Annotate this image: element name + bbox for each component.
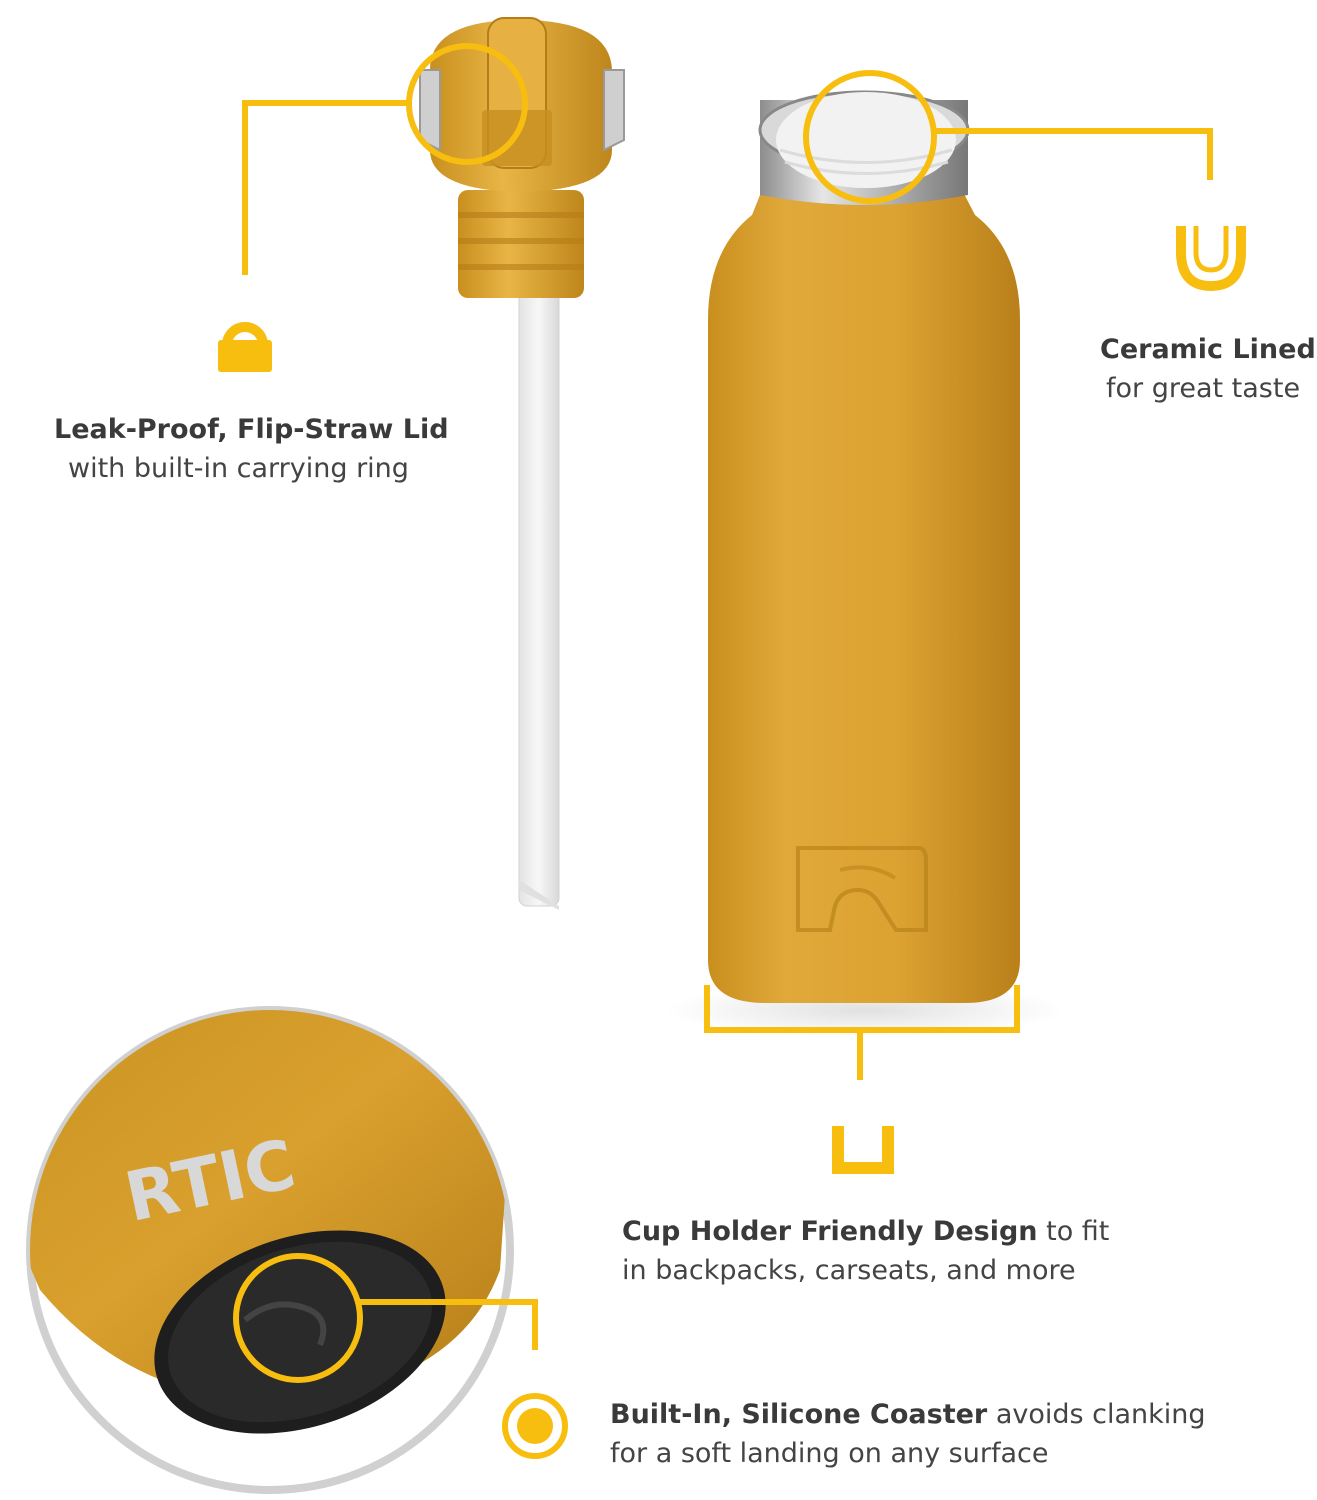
cup-icon-inner (1193, 226, 1229, 273)
cupholder-title: Cup Holder Friendly Design (622, 1216, 1038, 1247)
cupholder-caption: Cup Holder Friendly Design to fit in bac… (622, 1212, 1242, 1290)
ceramic-connector-line (934, 128, 1213, 180)
cup-holder-icon (832, 1126, 894, 1174)
coaster-subtitle: for a soft landing on any surface (610, 1438, 1049, 1469)
coaster-connector-line (360, 1299, 538, 1350)
bottle-image (708, 90, 1020, 1003)
ceramic-caption: Ceramic Lined for great taste (1100, 330, 1316, 408)
cupholder-subtitle: in backpacks, carseats, and more (622, 1255, 1076, 1286)
lid-title: Leak-Proof, Flip-Straw Lid (54, 414, 449, 445)
ceramic-subtitle: for great taste (1106, 373, 1301, 404)
coaster-zoom-image: RTIC (26, 1006, 514, 1494)
straw (518, 285, 560, 910)
cup-icon (1176, 226, 1246, 292)
lid-image (419, 17, 625, 298)
lid-caption: Leak-Proof, Flip-Straw Lid with built-in… (54, 410, 454, 488)
carry-ring-icon (218, 322, 272, 372)
coaster-title: Built-In, Silicone Coaster (610, 1399, 988, 1430)
ceramic-highlight-circle (803, 70, 937, 204)
cupholder-title-rest: to fit (1037, 1216, 1110, 1247)
coaster-title-rest: avoids clanking (987, 1399, 1206, 1430)
ceramic-title: Ceramic Lined (1100, 334, 1316, 365)
coaster-icon (502, 1393, 568, 1459)
lid-connector-line (242, 100, 410, 275)
coaster-caption: Built-In, Silicone Coaster avoids clanki… (610, 1395, 1310, 1473)
cup-holder-bracket (704, 985, 1020, 1080)
lid-subtitle: with built-in carrying ring (68, 453, 409, 484)
coaster-highlight-circle (233, 1253, 363, 1383)
